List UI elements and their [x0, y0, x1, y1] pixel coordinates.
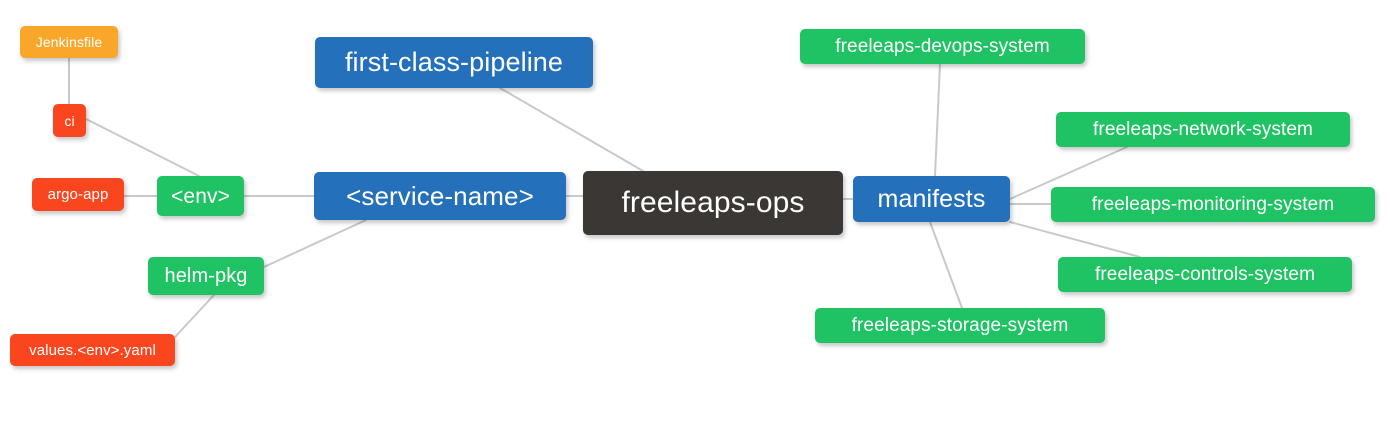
edge-ci-to-env — [85, 118, 200, 177]
node-label-freeleaps-controls-system: freeleaps-controls-system — [1094, 264, 1316, 285]
node-label-service-name: <service-name> — [346, 181, 534, 211]
node-argo-app[interactable]: argo-app — [32, 178, 124, 211]
node-label-first-class-pipeline: first-class-pipeline — [344, 47, 564, 77]
node-label-helm-pkg: helm-pkg — [164, 265, 248, 287]
node-label-freeleaps-monitoring-system: freeleaps-monitoring-system — [1091, 194, 1335, 215]
node-label-freeleaps-storage-system: freeleaps-storage-system — [851, 315, 1069, 336]
node-freeleaps-monitoring-system[interactable]: freeleaps-monitoring-system — [1051, 187, 1375, 222]
node-freeleaps-devops-system[interactable]: freeleaps-devops-system — [800, 29, 1085, 64]
node-label-ci: ci — [64, 112, 75, 129]
node-label-freeleaps-devops-system: freeleaps-devops-system — [835, 36, 1050, 57]
node-manifests[interactable]: manifests — [853, 176, 1010, 222]
node-label-argo-app: argo-app — [47, 186, 109, 203]
edge-helm-pkg-to-service-name — [263, 219, 367, 268]
node-values-yaml[interactable]: values.<env>.yaml — [10, 334, 175, 366]
node-jenkinsfile[interactable]: Jenkinsfile — [20, 26, 118, 58]
node-service-name[interactable]: <service-name> — [314, 172, 566, 220]
edge-manifests-to-freeleaps-controls-system — [1009, 221, 1141, 258]
node-label-manifests: manifests — [877, 184, 986, 213]
node-freeleaps-network-system[interactable]: freeleaps-network-system — [1056, 112, 1350, 147]
node-first-class-pipeline[interactable]: first-class-pipeline — [315, 37, 593, 88]
node-freeleaps-ops[interactable]: freeleaps-ops — [583, 171, 843, 235]
edge-first-class-pipeline-to-freeleaps-ops — [499, 87, 644, 172]
node-label-jenkinsfile: Jenkinsfile — [35, 34, 103, 50]
edge-manifests-to-freeleaps-storage-system — [929, 221, 963, 309]
node-ci[interactable]: ci — [53, 104, 86, 137]
node-freeleaps-storage-system[interactable]: freeleaps-storage-system — [815, 308, 1105, 343]
node-label-freeleaps-network-system: freeleaps-network-system — [1093, 119, 1313, 140]
node-helm-pkg[interactable]: helm-pkg — [148, 257, 264, 295]
node-label-env: <env> — [171, 184, 230, 208]
node-label-freeleaps-ops: freeleaps-ops — [621, 186, 805, 219]
node-env[interactable]: <env> — [157, 176, 244, 216]
node-freeleaps-controls-system[interactable]: freeleaps-controls-system — [1058, 257, 1352, 292]
node-label-values-yaml: values.<env>.yaml — [29, 341, 156, 359]
edge-manifests-to-freeleaps-devops-system — [934, 63, 941, 177]
edge-values-yaml-to-helm-pkg — [174, 294, 215, 338]
